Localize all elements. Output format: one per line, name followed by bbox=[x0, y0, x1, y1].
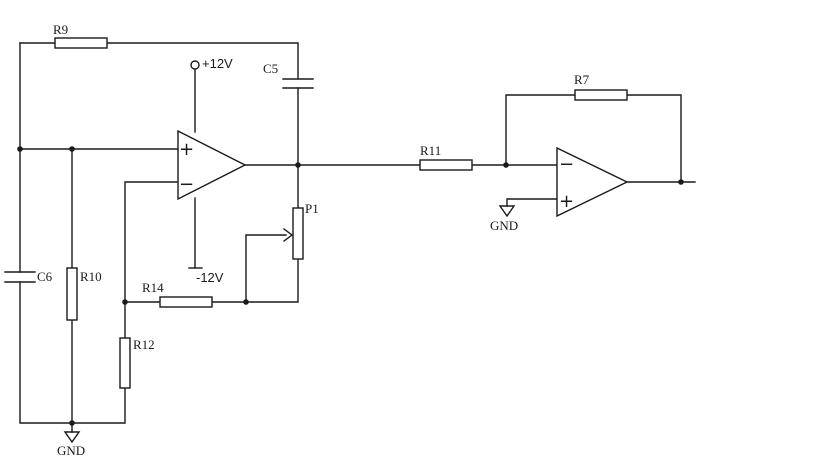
label-gnd-right: GND bbox=[490, 218, 518, 233]
ground-right bbox=[498, 205, 516, 218]
wire-r7-left bbox=[505, 94, 576, 166]
junction-dot bbox=[69, 146, 75, 152]
junction-dot bbox=[678, 179, 684, 185]
wire-r9-right bbox=[106, 42, 299, 79]
label-r7: R7 bbox=[574, 72, 590, 87]
label-p1: P1 bbox=[305, 201, 319, 216]
resistors bbox=[54, 37, 628, 389]
opamp-left-plus: + bbox=[179, 139, 194, 160]
junction-dot bbox=[17, 146, 23, 152]
vpos-terminal-icon bbox=[190, 60, 200, 70]
junction-dot bbox=[503, 162, 509, 168]
ground-right-icon bbox=[498, 205, 516, 218]
opamp-right-plus: + bbox=[559, 191, 574, 212]
label-r11: R11 bbox=[420, 143, 441, 158]
label-c6: C6 bbox=[37, 269, 53, 284]
ground-left-icon bbox=[63, 431, 81, 444]
wire-r7-right bbox=[626, 94, 682, 183]
junction-dot bbox=[122, 299, 128, 305]
label-r14: R14 bbox=[142, 280, 164, 295]
label-vpos: +12V bbox=[202, 56, 233, 71]
junction-dot bbox=[69, 420, 75, 426]
opamp-left: + − bbox=[177, 129, 247, 201]
resistor-r12 bbox=[119, 337, 131, 389]
labels: R9 +12V C5 R7 R11 P1 GND -12V C6 R10 R14… bbox=[37, 22, 590, 458]
opamp-left-minus: − bbox=[179, 174, 194, 195]
resistor-r9 bbox=[54, 37, 108, 49]
label-gnd-left: GND bbox=[57, 443, 85, 458]
resistor-r10 bbox=[66, 267, 78, 321]
opamp-right-minus: − bbox=[559, 154, 574, 175]
junction-dot bbox=[243, 299, 249, 305]
junction-dot bbox=[295, 162, 301, 168]
wire-r14-right bbox=[211, 258, 299, 303]
resistor-r14 bbox=[159, 296, 213, 308]
potentiometer-p1 bbox=[292, 207, 304, 260]
opamp-right-triangle bbox=[556, 146, 629, 218]
wire-p1-wiper bbox=[245, 234, 287, 303]
potentiometer-arrow-icon bbox=[283, 228, 294, 242]
opamp-right: − + bbox=[556, 146, 629, 218]
wire-minus-input bbox=[124, 181, 179, 303]
label-c5: C5 bbox=[263, 61, 278, 76]
capacitors bbox=[4, 78, 314, 283]
ground-left bbox=[63, 431, 81, 444]
label-r10: R10 bbox=[80, 269, 102, 284]
label-vneg: -12V bbox=[196, 270, 224, 285]
junctions bbox=[17, 146, 684, 426]
label-r12: R12 bbox=[133, 337, 155, 352]
resistor-r11 bbox=[419, 159, 473, 171]
wire-right-plus-gnd bbox=[506, 198, 558, 207]
wires bbox=[19, 42, 696, 433]
resistor-r7 bbox=[574, 89, 628, 101]
opamp-left-triangle bbox=[177, 129, 247, 201]
label-r9: R9 bbox=[53, 22, 68, 37]
